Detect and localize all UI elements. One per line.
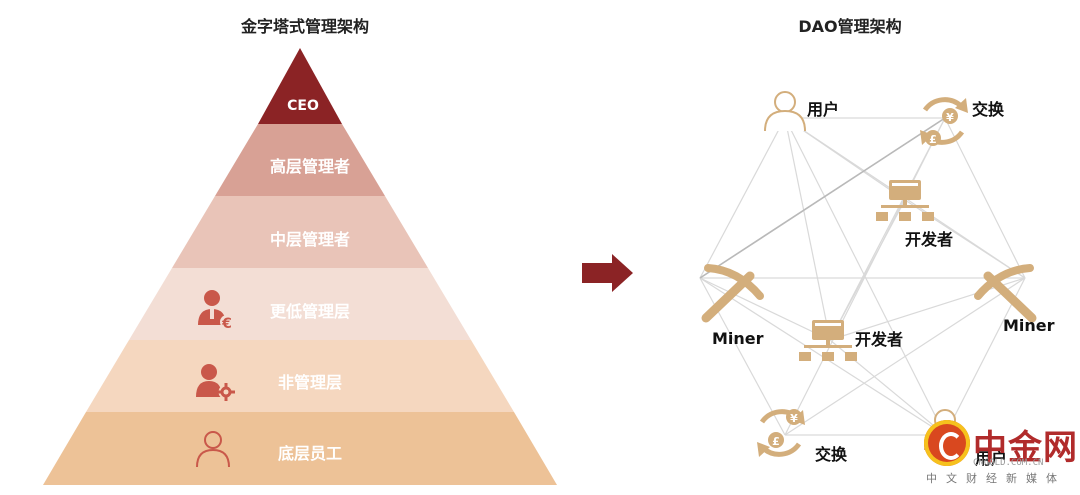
watermark-logo	[924, 420, 970, 466]
svg-text:€: €	[221, 316, 232, 332]
svg-text:£: £	[772, 435, 780, 448]
developer-mid-icon	[799, 320, 857, 361]
arrow-right-icon	[582, 254, 633, 292]
manager-euro-icon: €	[198, 290, 234, 332]
user-top-icon	[764, 91, 806, 132]
exchange-top-icon: ¥ £	[920, 97, 968, 146]
dao-label-miner-left: Miner	[712, 329, 764, 348]
pyramid-label-middle: 中层管理者	[270, 230, 350, 249]
dao-label-user-bottom: 用户	[975, 449, 1007, 468]
svg-text:¥: ¥	[790, 412, 798, 425]
pyramid-level-staff	[43, 412, 557, 485]
dao-label-exchange-top: 交换	[972, 100, 1005, 119]
exchange-bottom-icon: ¥ £	[757, 409, 805, 457]
miner-left-icon	[701, 264, 764, 323]
user-outline-icon	[196, 431, 230, 468]
pyramid-level-ceo	[258, 48, 342, 124]
dao-label-developer-mid: 开发者	[855, 330, 903, 349]
pyramid-label-staff: 底层员工	[278, 444, 342, 463]
svg-text:¥: ¥	[946, 111, 954, 124]
watermark-url: CNGOLD.COM.CN	[973, 458, 1044, 468]
user-gear-icon	[196, 364, 235, 401]
pyramid-level-senior	[215, 124, 385, 196]
pyramid-level-nonmgmt	[86, 340, 514, 412]
dao-label-developer-top: 开发者	[905, 230, 953, 249]
pyramid-label-nonmgmt: 非管理层	[278, 373, 342, 392]
developer-top-icon	[876, 180, 934, 221]
watermark-name: 中金网	[973, 428, 1078, 468]
dao-link-emphasis	[699, 117, 946, 279]
dao-label-exchange-bottom: 交换	[815, 445, 848, 464]
dao-network-lines	[699, 117, 1026, 436]
miner-right-icon	[974, 264, 1037, 323]
pyramid-level-middle	[172, 196, 428, 268]
watermark-subtitle: 中文财经新媒体	[926, 472, 1066, 485]
dao-label-miner-right: Miner	[1003, 316, 1055, 335]
dao-label-user-top: 用户	[807, 100, 839, 119]
pyramid-label-lower: 更低管理层	[270, 302, 350, 321]
pyramid-title: 金字塔式管理架构	[240, 17, 369, 36]
pyramid-label-ceo: CEO	[287, 98, 319, 114]
pyramid-label-senior: 高层管理者	[270, 157, 350, 176]
pyramid: CEO 高层管理者 中层管理者 更低管理层 非管理层 底层员工 €	[43, 48, 557, 485]
svg-text:£: £	[929, 133, 937, 146]
dao-title: DAO管理架构	[798, 17, 902, 36]
